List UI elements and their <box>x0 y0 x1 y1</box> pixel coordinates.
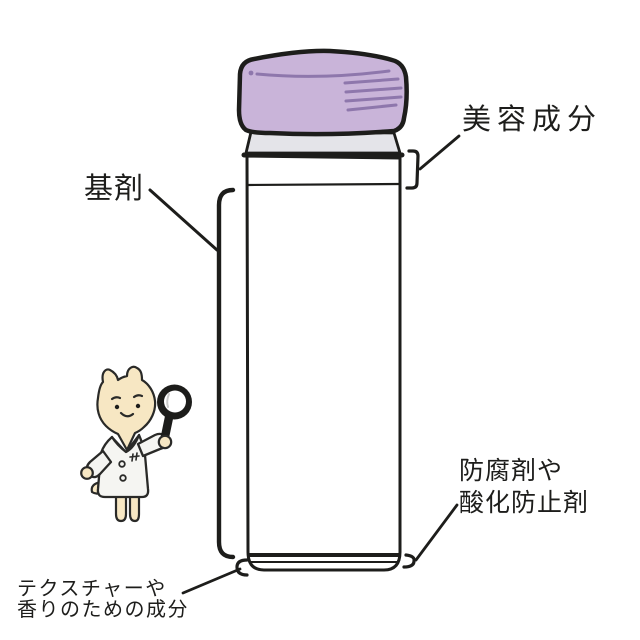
bottle-cap <box>236 48 409 137</box>
mascot-character <box>80 365 192 523</box>
texture-bracket <box>235 558 249 577</box>
label-texture-line1: テクスチャーや <box>17 576 167 600</box>
cap-ridge-4 <box>346 103 398 112</box>
callouts <box>148 134 461 595</box>
base-bracket <box>216 187 236 560</box>
character-face <box>110 394 144 418</box>
beauty-bracket <box>405 149 420 190</box>
character-leg-right <box>128 494 141 523</box>
character-leg-left <box>114 494 128 523</box>
bottle-cap-ridges <box>248 69 403 112</box>
preservative-leader-line <box>414 503 459 562</box>
beauty-leader-line <box>418 134 461 171</box>
eye-right <box>135 403 141 409</box>
coat-button-1 <box>118 460 126 468</box>
cap-ridge-1 <box>343 77 400 85</box>
bottle <box>236 48 409 572</box>
eye-left <box>114 404 120 410</box>
cap-dot <box>248 70 254 76</box>
lab-coat-details <box>111 434 140 482</box>
character-paw-right <box>157 434 173 450</box>
magnifying-glass-icon <box>157 384 192 443</box>
cap-ridge-long <box>255 69 391 78</box>
cap-ridge-3 <box>344 95 403 103</box>
coat-button-2 <box>119 474 127 482</box>
magnifier-lens-highlight <box>166 393 170 408</box>
cap-ridge-2 <box>344 86 403 94</box>
eyebrow-right <box>132 394 144 399</box>
preservative-bracket <box>402 553 416 569</box>
label-preservatives-antioxidants: 防腐剤や 酸化防止剤 <box>459 455 589 519</box>
base-leader-line <box>148 188 219 252</box>
label-texture-line2: 香りのための成分 <box>17 597 189 621</box>
magnifier-lens <box>164 390 186 413</box>
label-texture-fragrance: テクスチャーや 香りのための成分 <box>17 578 189 620</box>
bottle-body <box>245 154 402 572</box>
eyebrow-left <box>110 396 122 401</box>
label-base-ingredient: 基剤 <box>84 171 145 205</box>
bottle-shoulder-band-line <box>246 182 401 187</box>
label-preservatives-line2: 酸化防止剤 <box>459 488 590 517</box>
character-paw-left <box>80 466 94 480</box>
label-preservatives-line1: 防腐剤や <box>459 456 564 485</box>
coat-collar-line <box>111 434 140 453</box>
character-head <box>96 365 157 452</box>
label-beauty-ingredients: 美容成分 <box>462 102 603 136</box>
texture-leader-line <box>181 567 242 595</box>
mouth-smile <box>119 411 135 418</box>
coat-pocket-mark <box>129 452 140 462</box>
